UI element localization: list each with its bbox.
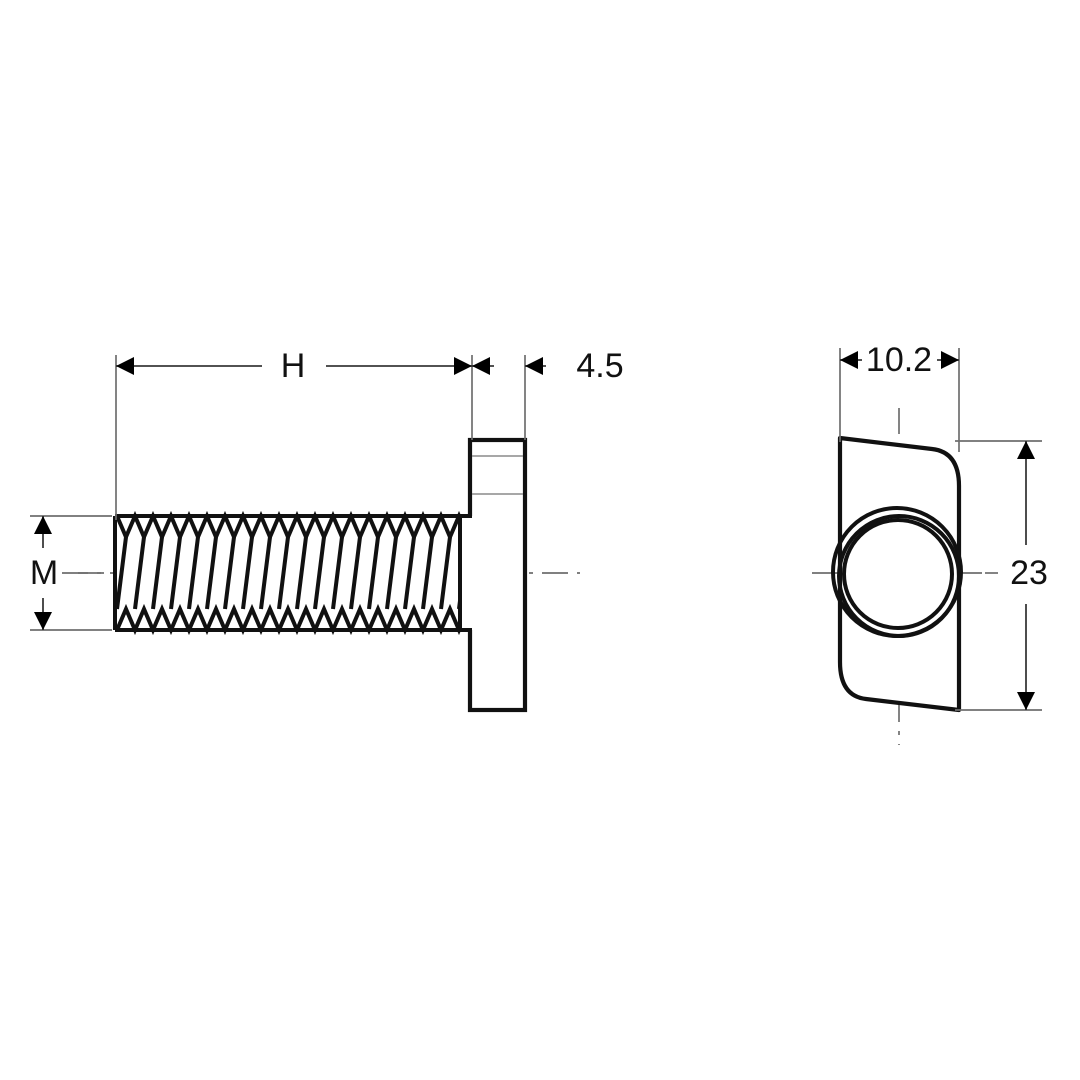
height-dimension-label: 23 <box>1010 554 1048 592</box>
thread-profile-upper <box>115 510 470 543</box>
side-view: H 4.5 M <box>30 347 624 713</box>
shank-body-fill <box>115 516 473 630</box>
m-dimension-label: M <box>30 554 58 592</box>
width-dimension-label: 10.2 <box>866 341 932 379</box>
flange-outline <box>837 435 962 713</box>
thread-profile-lower <box>115 603 470 636</box>
head-flange-profile <box>467 437 528 713</box>
end-view: 10.2 23 <box>812 341 1048 745</box>
thread-pitch-circle <box>837 514 961 638</box>
thread-minor-circle <box>842 518 954 630</box>
h-dimension-label: H <box>281 347 306 385</box>
thread-runout-fill <box>460 516 472 630</box>
thickness-dimension-label: 4.5 <box>576 347 623 385</box>
